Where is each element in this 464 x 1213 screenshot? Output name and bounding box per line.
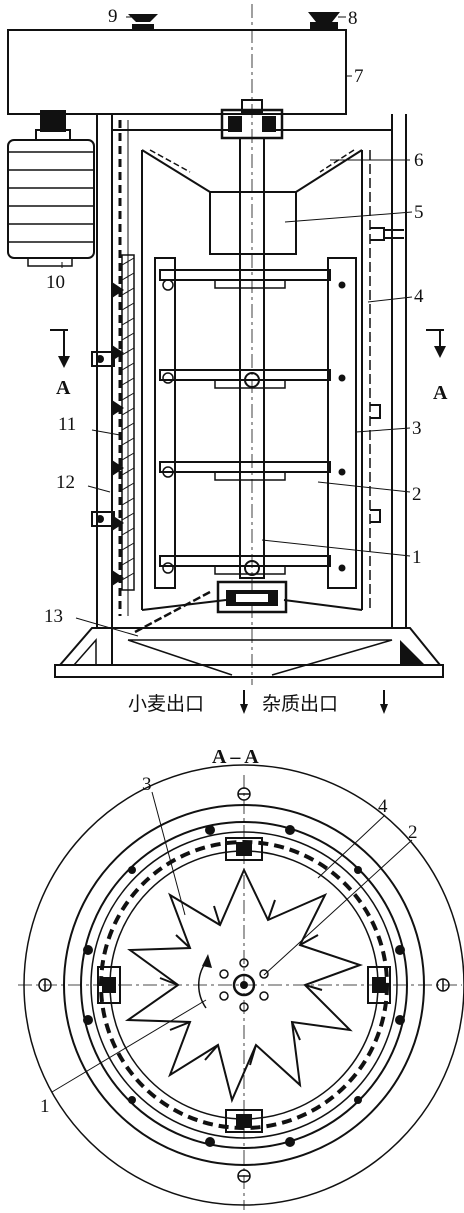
bottom-bearing — [216, 580, 288, 614]
front-view: A A 9 8 7 6 5 4 3 — [7, 4, 448, 715]
rotor-star — [124, 867, 364, 1104]
label-11: 11 — [58, 414, 76, 435]
label-3: 3 — [412, 418, 422, 439]
section-marker-right: A — [426, 329, 448, 404]
section-marker-left-label: A — [56, 377, 71, 399]
rotor-bolts — [338, 281, 346, 572]
ring-bolts — [83, 825, 405, 1147]
rotation-arrow — [197, 954, 212, 1009]
section-leaders — [51, 791, 413, 1093]
label-7: 7 — [354, 66, 364, 87]
screen-hatch — [121, 257, 135, 581]
feed-cone-5 — [209, 191, 297, 255]
top-housing — [7, 29, 347, 115]
left-clamps — [91, 351, 115, 527]
rotor-hub — [219, 958, 269, 1012]
label-4: 4 — [414, 286, 424, 307]
label-2: 2 — [412, 484, 422, 505]
base-13 — [54, 627, 444, 678]
base-flange-ring — [23, 764, 464, 1206]
label-10: 10 — [46, 272, 65, 293]
section-label-2: 2 — [408, 822, 418, 843]
outer-frame-ring — [63, 804, 425, 1166]
label-8: 8 — [348, 8, 358, 29]
label-5: 5 — [414, 202, 424, 223]
section-label-4: 4 — [378, 796, 388, 817]
front-leaders — [61, 16, 413, 637]
label-6: 6 — [414, 150, 424, 171]
label-1: 1 — [412, 547, 422, 568]
section-view: A – A — [18, 746, 464, 1210]
section-marker-left: A — [50, 329, 71, 399]
flange-bolts — [38, 787, 450, 1183]
section-label-3: 3 — [142, 774, 152, 795]
outlet-impurity-arrow — [380, 690, 388, 714]
label-12: 12 — [56, 472, 75, 493]
beater-arms — [159, 269, 331, 576]
label-13: 13 — [44, 606, 63, 627]
section-label-1: 1 — [40, 1096, 50, 1117]
clamp-blocks — [97, 837, 391, 1133]
motor-10 — [7, 110, 95, 267]
rotor-plate-right — [327, 257, 357, 589]
section-marker-right-label: A — [433, 382, 448, 404]
main-shaft — [239, 137, 265, 579]
rotor-plate-left — [154, 257, 176, 589]
section-title: A – A — [212, 746, 259, 768]
outlet-wheat-arrow — [240, 690, 248, 714]
outlet-wheat-label: 小麦出口 — [128, 693, 204, 715]
outlet-impurity-label: 杂质出口 — [262, 693, 338, 715]
right-brackets — [370, 227, 404, 523]
label-9: 9 — [108, 6, 118, 27]
knob-8 — [308, 12, 340, 31]
knob-9 — [128, 14, 158, 31]
